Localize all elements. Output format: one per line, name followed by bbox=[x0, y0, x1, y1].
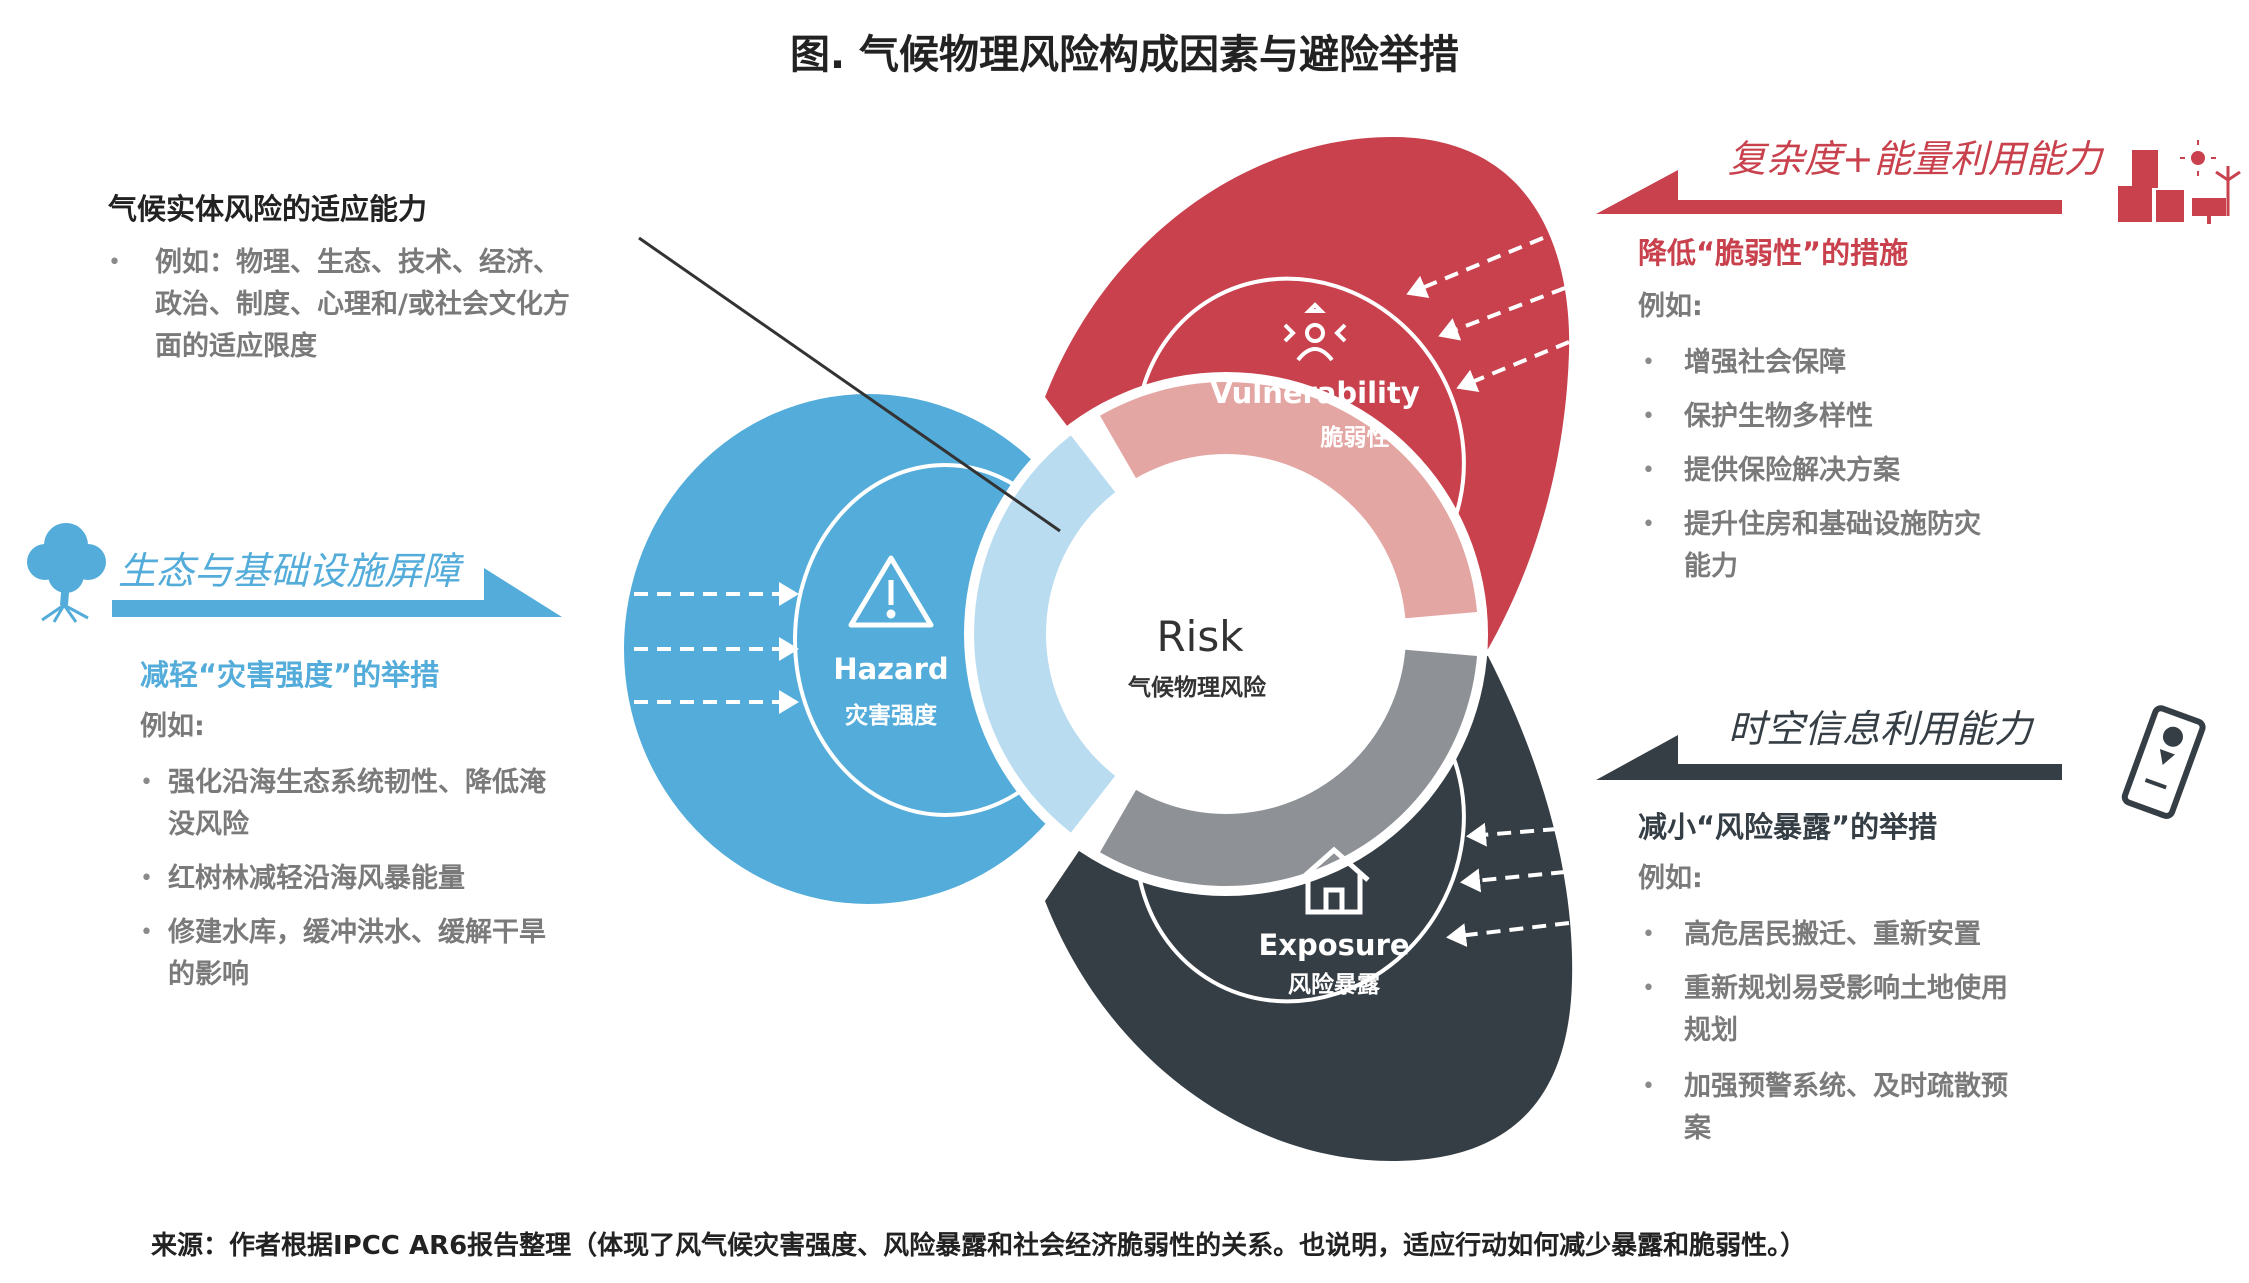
list-item: 保护生物多样性 bbox=[1684, 401, 1873, 432]
hazard-label-zh: 灾害强度 bbox=[845, 703, 937, 729]
tree-icon bbox=[27, 523, 106, 623]
list-item: 红树林减轻沿海风暴能量 bbox=[168, 863, 465, 894]
list-item: 强化沿海生态系统韧性、降低淹 bbox=[168, 767, 546, 798]
list-item: 提供保险解决方案 bbox=[1684, 455, 1900, 486]
dashed-arrows bbox=[634, 236, 1570, 948]
exposure-banner-label: 时空信息利用能力 bbox=[1728, 707, 2033, 751]
list-item: 加强预警系统、及时疏散预 bbox=[1684, 1071, 2008, 1102]
list-item: 的影响 bbox=[168, 959, 249, 990]
list-item: 能力 bbox=[1684, 551, 1738, 582]
list-item: 没风险 bbox=[168, 809, 249, 840]
figure-title: 图. 气候物理风险构成因素与避险举措 bbox=[789, 32, 1460, 78]
house-icon bbox=[1298, 846, 1370, 915]
exposure-banner-arrow bbox=[1596, 735, 2062, 780]
vulnerability-label-zh: 脆弱性 bbox=[1320, 425, 1390, 451]
adaptive-line: 例如：物理、生态、技术、经济、 bbox=[155, 247, 560, 278]
list-item: 规划 bbox=[1684, 1015, 1738, 1046]
source-footer: 来源：作者根据IPCC AR6报告整理（体现了风气候灾害强度、风险暴露和社会经济… bbox=[151, 1231, 1807, 1261]
hazard-banner-label: 生态与基础设施屏障 bbox=[118, 549, 461, 593]
risk-label: Risk bbox=[1156, 612, 1244, 661]
list-item: 增强社会保障 bbox=[1684, 347, 1846, 378]
buildings-solar-icon bbox=[2118, 140, 2241, 224]
hazard-eg: 例如: bbox=[140, 711, 205, 742]
adaptive-line: 面的适应限度 bbox=[155, 331, 317, 362]
vulnerability-banner-arrow bbox=[1596, 170, 2062, 214]
list-item: 案 bbox=[1684, 1113, 1711, 1144]
exposure-label-zh: 风险暴露 bbox=[1288, 972, 1380, 998]
list-item: 高危居民搬迁、重新安置 bbox=[1684, 919, 1981, 950]
person-icon bbox=[1283, 302, 1347, 362]
list-item: 提升住房和基础设施防灾 bbox=[1684, 509, 1981, 540]
phone-location-icon bbox=[2121, 705, 2206, 819]
vulnerability-eg: 例如: bbox=[1638, 291, 1703, 322]
risk-center bbox=[1046, 454, 1406, 814]
vulnerability-banner-label: 复杂度+能量利用能力 bbox=[1728, 137, 2102, 181]
hazard-label: Hazard bbox=[833, 652, 949, 686]
risk-label-zh: 气候物理风险 bbox=[1128, 675, 1266, 701]
vulnerability-heading: 降低“脆弱性”的措施 bbox=[1638, 236, 1909, 270]
exposure-heading: 减小“风险暴露”的举措 bbox=[1638, 810, 1938, 844]
hazard-banner-arrow bbox=[112, 568, 562, 617]
hazard-heading: 减轻“灾害强度”的举措 bbox=[140, 658, 440, 692]
exposure-label: Exposure bbox=[1258, 928, 1410, 962]
warning-icon bbox=[848, 555, 934, 628]
list-item: 重新规划易受影响土地使用 bbox=[1684, 973, 2008, 1004]
exposure-eg: 例如: bbox=[1638, 863, 1703, 894]
adaptive-line: 政治、制度、心理和/或社会文化方 bbox=[155, 289, 570, 320]
vulnerability-label: Vulnerability bbox=[1210, 376, 1420, 410]
adaptive-text: 例如：物理、生态、技术、经济、 政治、制度、心理和/或社会文化方 面的适应限度 bbox=[155, 242, 570, 368]
pointer-line bbox=[638, 236, 1061, 533]
adaptive-heading: 气候实体风险的适应能力 bbox=[108, 192, 428, 226]
list-item: 修建水库，缓冲洪水、缓解干旱 bbox=[168, 917, 546, 948]
bullet: • bbox=[108, 250, 121, 275]
